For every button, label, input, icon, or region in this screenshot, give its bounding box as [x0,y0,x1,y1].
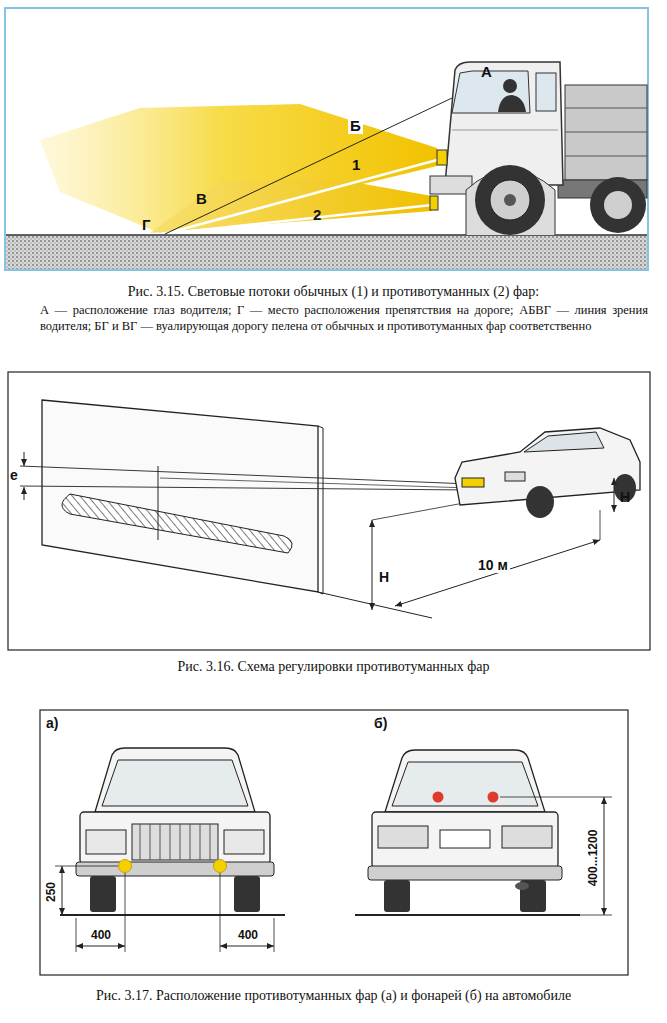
subfigure-label: а) [46,715,58,731]
callout-letter: А [481,63,492,80]
subfigure-label-holder: а) [46,714,58,732]
figure-caption: Рис. 3.15. Световые потоки обычных (1) и… [0,284,667,300]
dimension-label: e [10,467,18,483]
dimension-label-holder: 400...1200 [583,830,601,887]
callout-letter: Б [348,117,363,134]
dimension-label-holder: 10 м [476,556,510,574]
figure-3-17 [40,710,628,975]
dimension-label: 400 [80,929,122,943]
figure-caption: Рис. 3.17. Расположение противотуманных … [0,988,667,1004]
callout-letter-holder: Г [142,216,151,234]
subfigure-label-holder: б) [374,714,387,732]
dimension-label-holder: Н [377,568,391,586]
dimension-label: 400...1200 [587,830,601,887]
callout-number-holder: 1 [352,156,360,174]
subfigure-label: б) [374,715,387,731]
figure-3-16 [8,372,650,650]
callout-letter-holder: А [481,63,492,81]
figure-caption-holder: Рис. 3.15. Световые потоки обычных (1) и… [0,284,667,300]
callout-number-holder: 2 [313,206,321,224]
dimension-label: Н [377,569,391,585]
figure-caption-holder: Рис. 3.17. Расположение противотуманных … [0,988,667,1004]
figure-caption-holder: Рис. 3.16. Схема регулировки противотума… [0,659,667,675]
dimension-label-holder: Н [620,488,630,506]
callout-number: 1 [352,156,360,173]
dimension-label: 400 [226,929,270,943]
dimension-label: 10 м [476,557,510,573]
dimension-label-holder: e [10,466,18,484]
callout-number: 2 [313,206,321,223]
figure-3-15 [5,8,648,270]
dimension-label-holder: 250 [41,882,59,902]
dimension-label: 250 [45,882,59,902]
callout-letter: Г [142,216,151,233]
caption-note: А — расположение глаз водителя; Г — мест… [40,303,648,334]
caption-note-holder: А — расположение глаз водителя; Г — мест… [40,303,648,334]
dimension-label: Н [620,489,630,505]
figure-caption: Рис. 3.16. Схема регулировки противотума… [0,659,667,675]
callout-letter: В [196,190,207,207]
dimension-label-holder: 400 [226,929,270,943]
callout-letter-holder: В [196,190,207,208]
callout-letter-holder: Б [348,117,363,135]
dimension-label-holder: 400 [80,929,122,943]
